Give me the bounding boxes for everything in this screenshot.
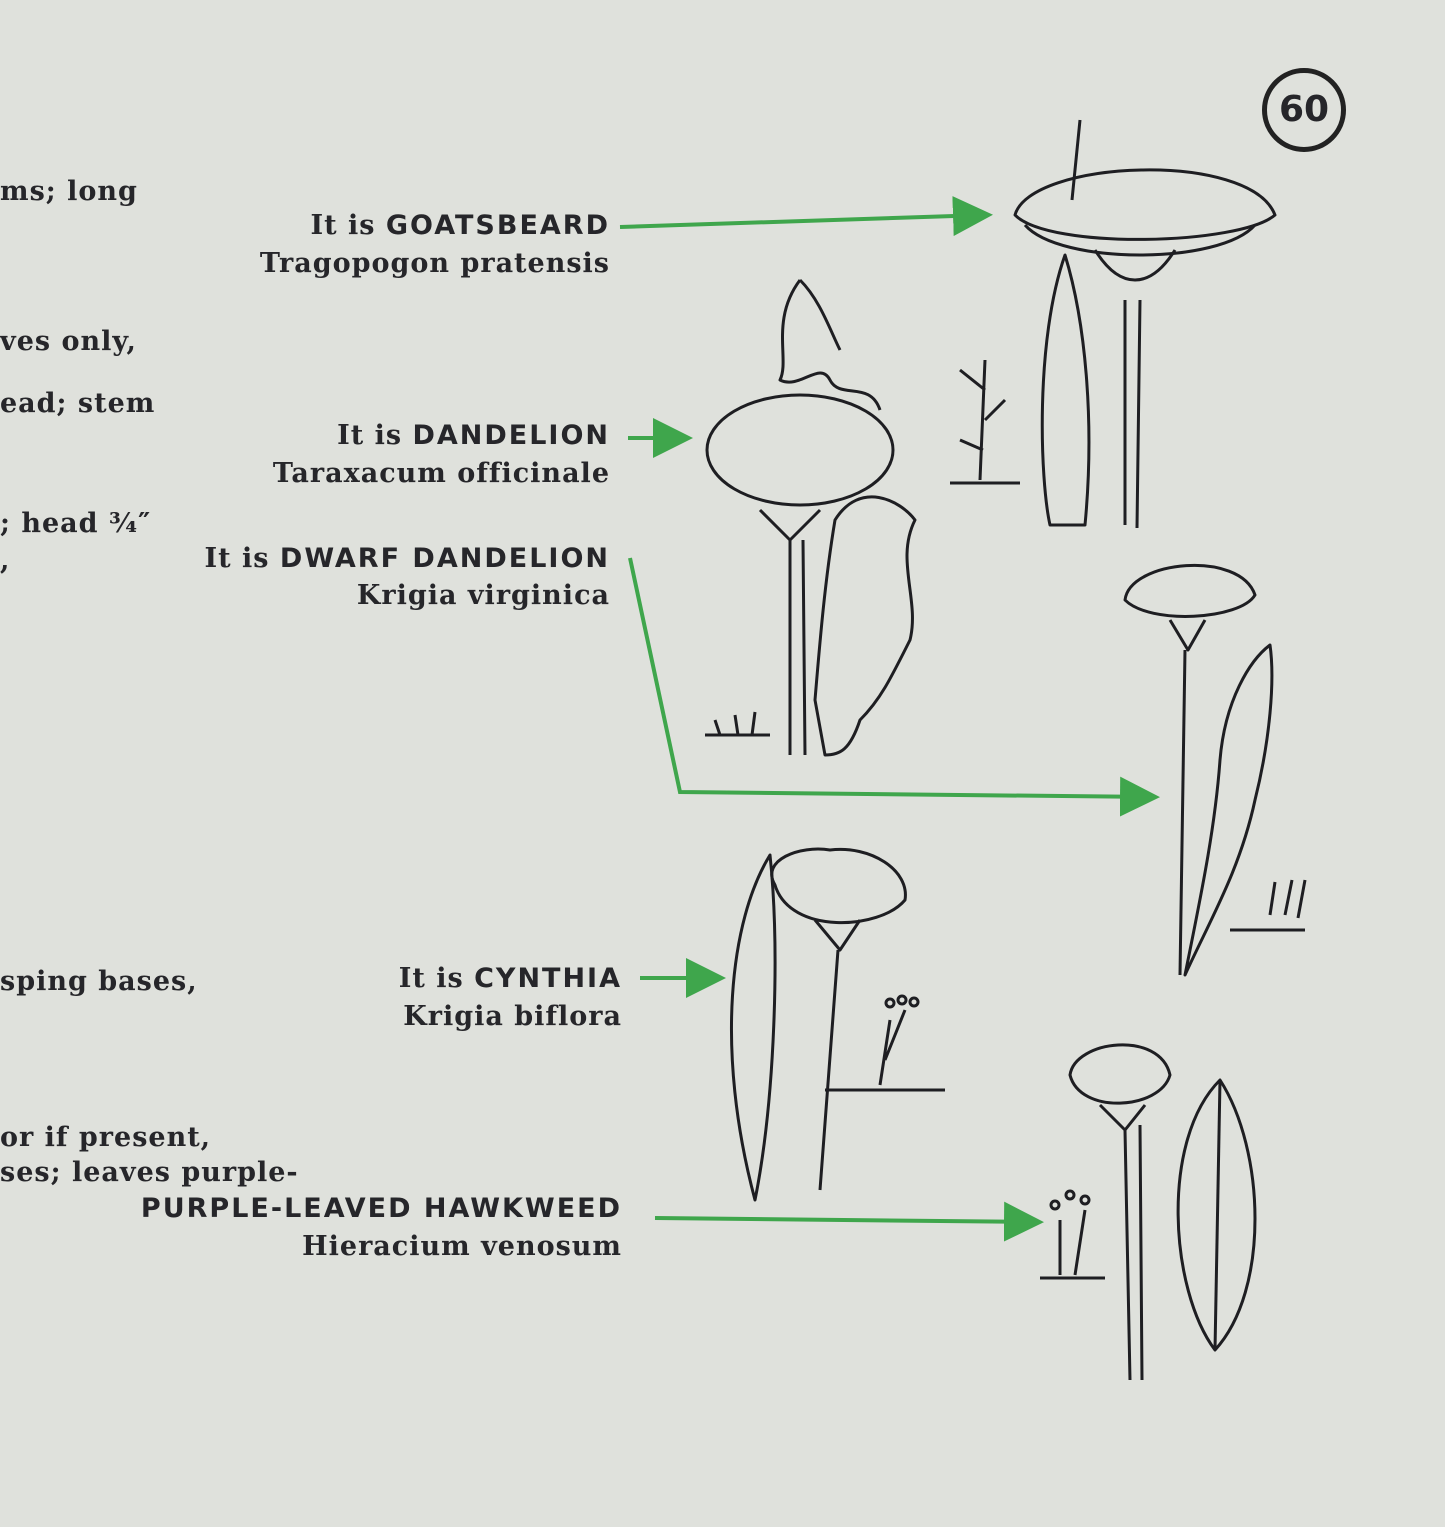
scientific-name: Krigia virginica: [356, 580, 610, 611]
key-text: or if present,: [0, 1122, 212, 1153]
species-label-goatsbeard: It is GOATSBEARD: [310, 210, 610, 242]
dandelion-drawing: [705, 278, 917, 757]
key-text: ses; leaves purple-: [0, 1157, 299, 1188]
key-text: ; head ¾″: [0, 508, 152, 539]
key-text: sping bases,: [0, 966, 198, 997]
page-number: 60: [1262, 68, 1346, 152]
scientific-name: Taraxacum officinale: [272, 458, 610, 489]
arrow-dwarf-dandelion: [628, 557, 1160, 817]
dwarf-dandelion-drawing: [1123, 563, 1307, 977]
common-name: CYNTHIA: [474, 963, 622, 994]
scientific-name: Hieracium venosum: [302, 1231, 622, 1262]
scientific-name: Tragopogon pratensis: [259, 248, 610, 279]
key-text: ead; stem: [0, 388, 156, 419]
species-label-hawkweed: PURPLE-LEAVED HAWKWEED: [141, 1193, 622, 1225]
species-label-dwarf-dandelion: It is DWARF DANDELION: [205, 543, 610, 575]
prefix: It is: [310, 210, 376, 241]
species-label-cynthia: It is CYNTHIA: [399, 963, 622, 995]
arrow-goatsbeard: [619, 196, 993, 237]
prefix: It is: [337, 420, 403, 451]
key-text: ms; long: [0, 176, 138, 207]
cynthia-drawing: [729, 847, 945, 1202]
hawkweed-drawing: [1040, 1043, 1257, 1381]
common-name: DANDELION: [412, 420, 610, 451]
common-name: GOATSBEARD: [385, 210, 610, 241]
arrow-hawkweed: [654, 1201, 1044, 1242]
goatsbeard-drawing: [950, 119, 1277, 529]
scientific-name: Krigia biflora: [403, 1001, 622, 1032]
common-name: PURPLE-LEAVED HAWKWEED: [140, 1193, 622, 1224]
common-name: DWARF DANDELION: [279, 543, 610, 574]
prefix: It is: [204, 543, 270, 574]
species-label-dandelion: It is DANDELION: [337, 420, 610, 452]
prefix: It is: [398, 963, 464, 994]
key-text: ves only,: [0, 326, 137, 357]
key-text: ,: [0, 545, 11, 576]
